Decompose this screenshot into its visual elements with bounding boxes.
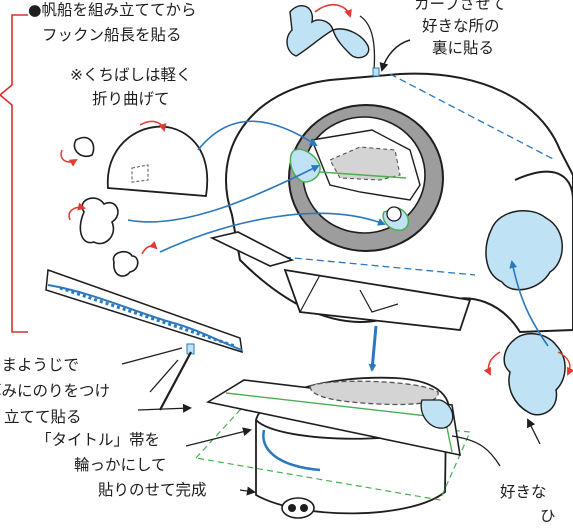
toothpick-label-line-2: 厚みにのりをつけ — [0, 382, 110, 400]
curve-label-line-2: 好きな所の — [422, 17, 500, 35]
pointer-title-band — [185, 427, 252, 447]
arrow-cloud-to-porthole — [127, 165, 320, 223]
free-place-line-1: 好きな — [500, 483, 547, 501]
seagull-figure — [286, 4, 380, 77]
curve-label-line-3: 裏に貼る — [432, 38, 494, 57]
toothpick-label-line-3: 立てて貼る — [4, 408, 82, 426]
arrow-small-to-porthole — [159, 212, 386, 253]
pointer-glue-strip — [137, 403, 192, 413]
red-bracket — [0, 14, 28, 333]
step-title-line-1: ●帆船を組み立ててから — [28, 1, 197, 19]
title-band-line-2: 輪っかにして — [74, 456, 167, 474]
porthole-ring — [288, 104, 444, 252]
arrow-shell-to-porthole — [197, 120, 318, 151]
arrow-down-to-base — [368, 325, 378, 372]
beak-note-line-2: 折り曲げて — [92, 90, 170, 108]
title-band-line-3: 貼りのせて完成 — [98, 481, 207, 499]
step-title-line-2: フックン船長を貼る — [42, 26, 182, 44]
logo-badge — [281, 497, 315, 519]
pointer-toothpick-2 — [149, 359, 179, 393]
beak-note-line-1: ※くちばしは軽く — [70, 66, 192, 84]
title-band-ring — [262, 429, 321, 472]
blue-cloud-right — [483, 210, 573, 416]
toothpick-label-line-1: つまようじで — [0, 356, 79, 374]
pointer-curve-label — [379, 39, 411, 72]
shell-piece — [107, 120, 209, 197]
beak-piece — [60, 136, 95, 167]
pointer-free-place — [451, 435, 501, 467]
base-stand — [194, 376, 471, 519]
pointer-finish — [239, 486, 256, 496]
toothpick — [159, 351, 192, 411]
small-cloud-piece — [112, 240, 158, 277]
wave-strip — [45, 268, 243, 355]
cloud-piece — [68, 197, 119, 245]
title-band-line-1: 「タイトル」帯を — [36, 431, 160, 449]
ship-hull — [209, 231, 472, 331]
free-place-line-2: ひ — [540, 507, 556, 525]
curve-label-line-1: カーブさせて — [414, 0, 506, 13]
pointer-toothpick — [121, 347, 183, 365]
